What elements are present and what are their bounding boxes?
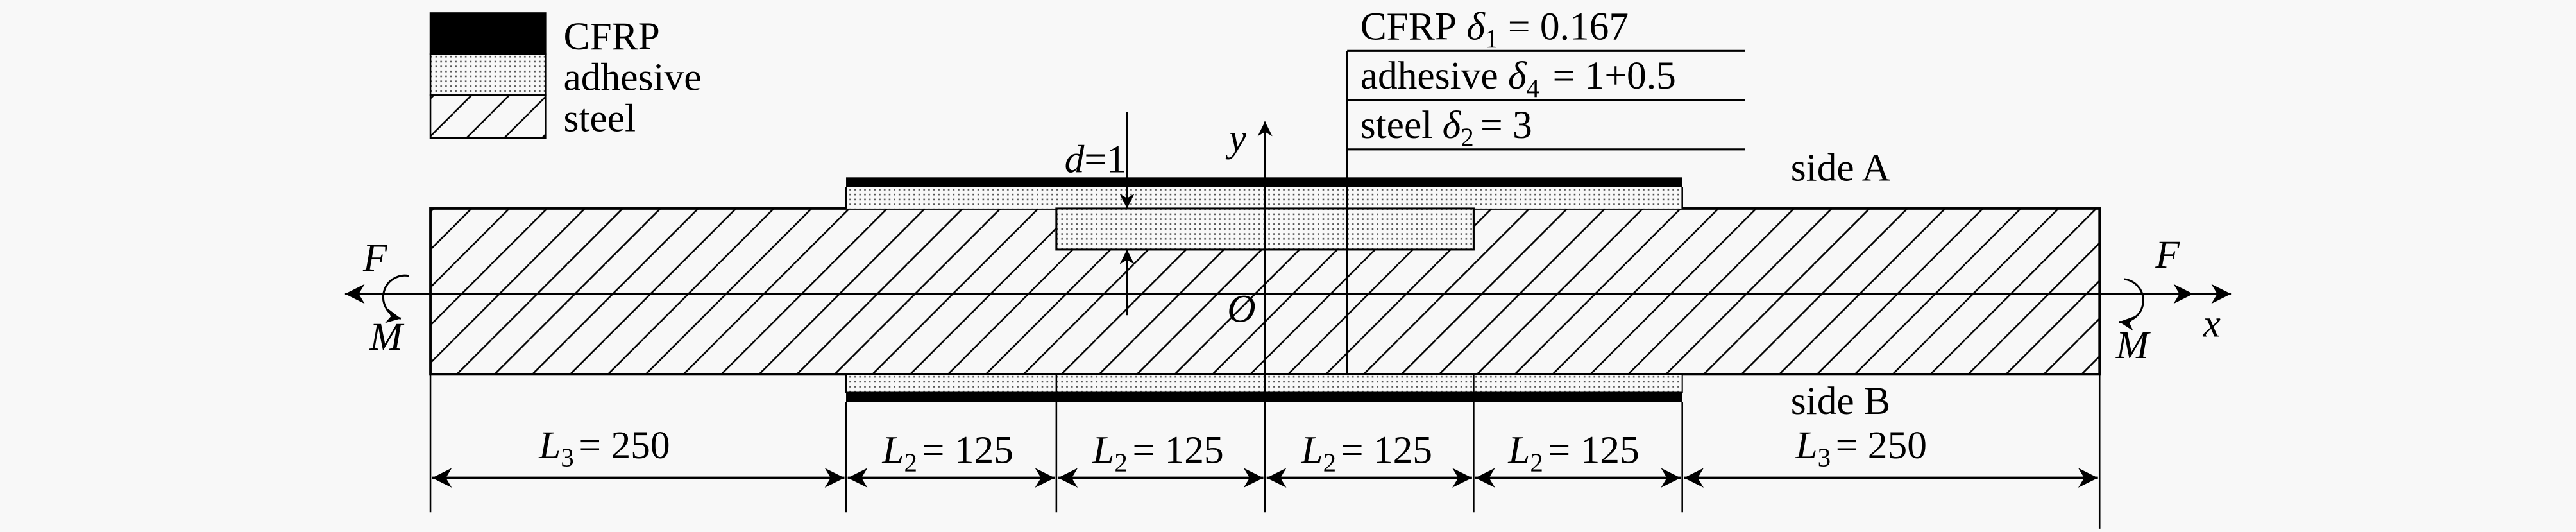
moment-arrow-right [2119,278,2144,331]
legend-swatch-adhesive [429,53,547,96]
origin-label: O [1227,287,1255,331]
d-label: d=1 [1065,138,1126,182]
side-a-label: side A [1791,146,1890,189]
table-row-adhesive: adhesive δ4= 1+0.5 [1360,54,1676,103]
y-axis-label: y [1225,116,1247,160]
moment-label-right: M [2115,323,2151,367]
moment-arrow-left [382,274,410,323]
legend: CFRP adhesive steel [429,12,702,141]
legend-label-adhesive: adhesive [564,56,702,99]
dimension-label: L2= 125 [1507,429,1640,477]
left-load: F M [344,236,431,359]
legend-swatch-cfrp [429,12,547,55]
legend-swatch-steel [429,94,547,139]
dimension-label: L2= 125 [1300,429,1432,477]
force-label-right: F [2155,233,2180,277]
table-row-cfrp: CFRP δ1= 0.167 [1360,4,1629,53]
dimension-label: L2= 125 [881,429,1013,477]
dimension-label: L3= 250 [1795,424,1927,472]
legend-label-steel: steel [564,97,636,141]
right-load: F M [2099,233,2194,367]
side-b-label: side B [1791,379,1890,423]
x-axis-label: x [2203,302,2221,346]
force-label-left: F [362,236,388,280]
dimension-label: L3= 250 [538,424,670,472]
extension-lines [429,374,2101,529]
adhesive-depth-indicator: d=1 [1065,111,1135,316]
moment-label-left: M [369,315,404,359]
legend-label-cfrp: CFRP [564,15,660,58]
thickness-table: CFRP δ1= 0.167 adhesive δ4= 1+0.5 steel … [1347,4,1745,152]
dimension-labels: L3= 250 L2= 125 L2= 125 L2= 125 L2= 125 … [538,424,1927,477]
dimension-label: L2= 125 [1092,429,1224,477]
table-row-steel: steel δ2= 3 [1360,103,1532,152]
